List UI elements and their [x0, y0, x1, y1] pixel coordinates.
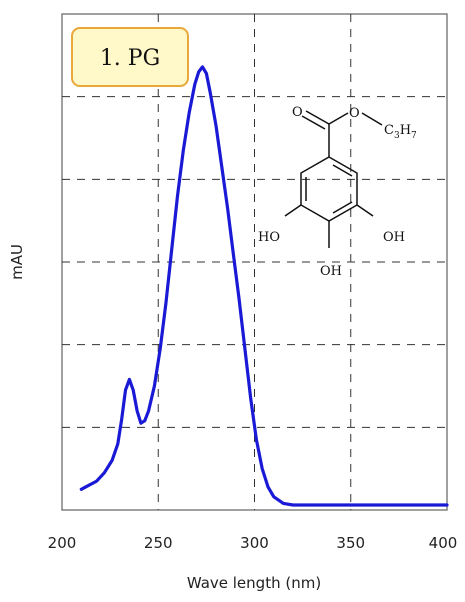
- chemical-structure: [284, 110, 383, 248]
- title-box-background: [71, 27, 189, 87]
- chart-title: 1. PG: [100, 46, 160, 71]
- propyl-c: C: [384, 123, 394, 138]
- x-axis-label: Wave length (nm): [187, 574, 321, 592]
- hydroxyl-left-label: HO: [258, 230, 280, 245]
- x-tick-label: 200: [48, 534, 77, 552]
- x-tick-label: 250: [144, 534, 173, 552]
- hydroxyl-right-label: OH: [383, 230, 405, 245]
- x-tick-label: 300: [240, 534, 269, 552]
- x-tick-label: 400: [429, 534, 458, 552]
- x-tick-label: 350: [336, 534, 365, 552]
- structure-labels: O O C3H7 HO OH OH: [258, 105, 417, 279]
- title-box: 1. PG: [71, 27, 189, 87]
- propyl-h-subscript: 7: [411, 131, 417, 141]
- propyl-h: H: [400, 123, 411, 138]
- series-line-pg: [79, 65, 449, 507]
- propyl-chain-label: C3H7: [384, 123, 417, 141]
- grid-lines: [62, 14, 447, 510]
- y-axis-label: mAU: [8, 244, 26, 280]
- x-tick-labels: 200 250 300 350 400: [48, 534, 458, 552]
- propyl-c-subscript: 3: [394, 131, 400, 141]
- ester-oxygen-label: O: [349, 106, 360, 121]
- hydroxyl-bottom-label: OH: [320, 264, 342, 279]
- carbonyl-oxygen-label: O: [292, 105, 303, 120]
